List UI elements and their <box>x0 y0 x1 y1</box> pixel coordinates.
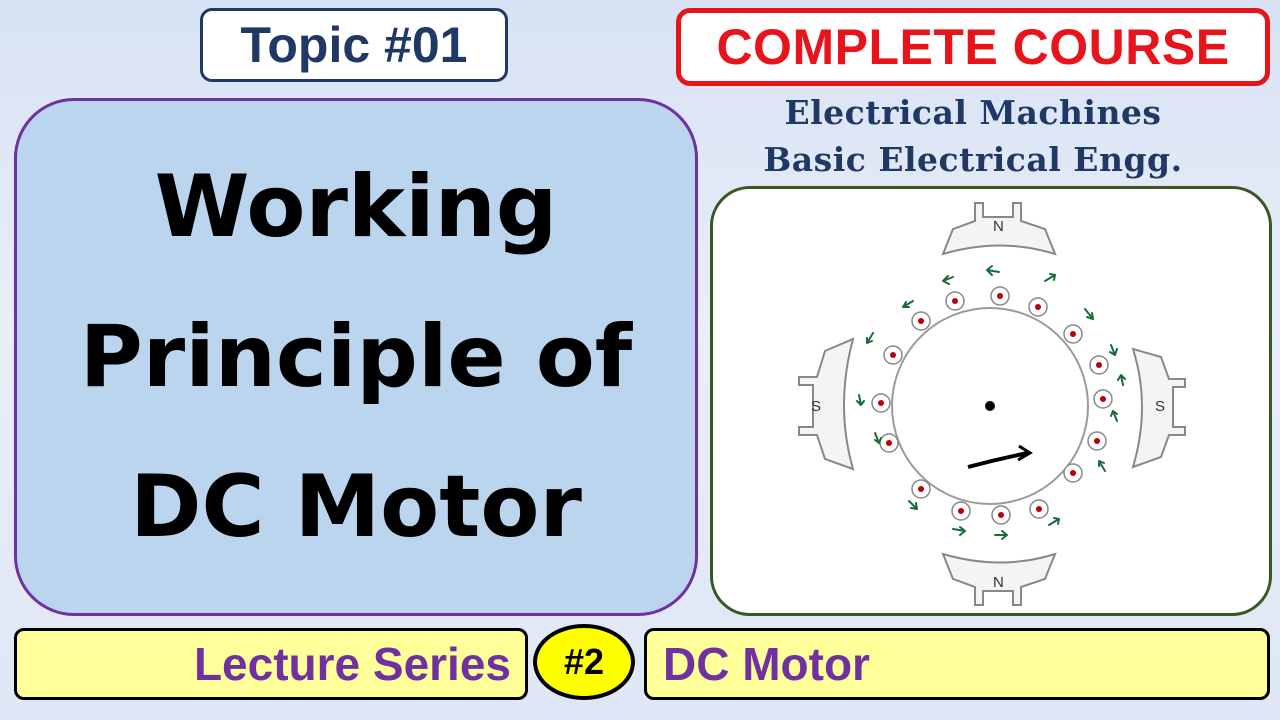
pole-label-bottom: N <box>993 574 1004 591</box>
topic-badge: Topic #01 <box>200 8 508 82</box>
series-topic-label: DC Motor <box>644 628 1270 700</box>
pole-bottom <box>941 552 1057 606</box>
complete-course-banner: COMPLETE COURSE <box>676 8 1270 86</box>
motor-sketch: N N S S <box>798 202 1186 606</box>
pole-label-left: S <box>811 398 821 415</box>
pole-right <box>1131 347 1186 469</box>
pole-left <box>798 337 855 471</box>
lecture-series-label: Lecture Series <box>14 628 528 700</box>
subject-electrical-machines: Electrical Machines <box>784 93 1162 132</box>
armature-circle <box>891 307 1089 505</box>
pole-label-right: S <box>1155 398 1165 415</box>
pole-top <box>941 202 1057 256</box>
pole-label-top: N <box>993 218 1004 235</box>
title-line-1: Working <box>154 157 558 257</box>
rotation-arrow <box>967 451 1029 469</box>
subject-basic-electrical: Basic Electrical Engg. <box>763 140 1183 179</box>
series-number-badge: #2 <box>533 624 635 700</box>
force-arrows <box>856 265 1126 540</box>
dc-motor-diagram: N N S S <box>710 186 1272 616</box>
shaft-dot <box>985 401 995 411</box>
conductor-marks <box>878 293 1106 518</box>
title-panel: Working Principle of DC Motor <box>14 98 698 616</box>
title-line-3: DC Motor <box>130 457 582 557</box>
title-line-2: Principle of <box>79 307 633 407</box>
